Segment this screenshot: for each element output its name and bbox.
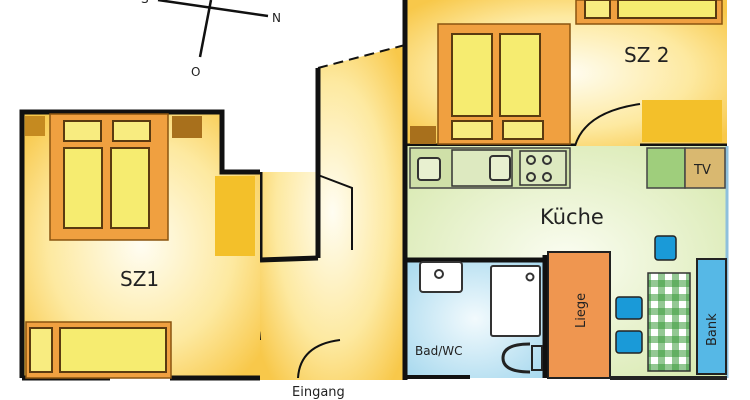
nightstand <box>172 116 202 138</box>
dining-table <box>647 272 691 372</box>
bedroom-2: SZ 2 <box>402 0 727 149</box>
double-bed <box>437 23 571 145</box>
compass: S N O <box>141 0 281 79</box>
entrance-label: Eingang <box>292 385 345 400</box>
tv-label: TV <box>693 163 711 178</box>
bench <box>696 258 727 375</box>
chair <box>615 330 643 354</box>
bench-label: Bank <box>705 313 720 346</box>
bathroom: Bad/WC <box>402 146 548 380</box>
double-bed <box>49 113 169 241</box>
single-bed <box>575 0 723 25</box>
single-bed <box>25 321 172 379</box>
daybed <box>547 251 611 379</box>
compass-ew-line <box>198 0 213 58</box>
bathroom-label: Bad/WC <box>415 344 463 358</box>
chair <box>615 296 643 320</box>
wardrobe <box>642 100 722 142</box>
bedroom-1: SZ1 <box>19 109 260 381</box>
bedroom-2-label: SZ 2 <box>624 43 669 67</box>
compass-ns-line <box>157 0 269 18</box>
shower <box>490 265 541 337</box>
chair <box>654 235 677 261</box>
toilet <box>501 342 531 374</box>
cabinet <box>646 147 686 189</box>
nightstand <box>410 126 436 144</box>
wardrobe <box>215 176 255 256</box>
stove-icon <box>519 150 567 186</box>
door-swing <box>297 339 341 379</box>
door-swing <box>317 174 353 250</box>
kitchen-label: Küche <box>540 205 604 229</box>
kitchen: TV Küche Liege Bank <box>405 146 729 380</box>
sink-icon <box>417 157 441 181</box>
compass-east-label: O <box>191 65 200 79</box>
compass-south-label: S <box>141 0 149 6</box>
tv-stand <box>684 147 726 189</box>
nightstand <box>25 116 45 136</box>
door-swing <box>574 103 641 147</box>
compass-north-label: N <box>272 11 281 25</box>
bedroom-1-label: SZ1 <box>120 267 159 291</box>
daybed-label: Liege <box>574 293 589 328</box>
